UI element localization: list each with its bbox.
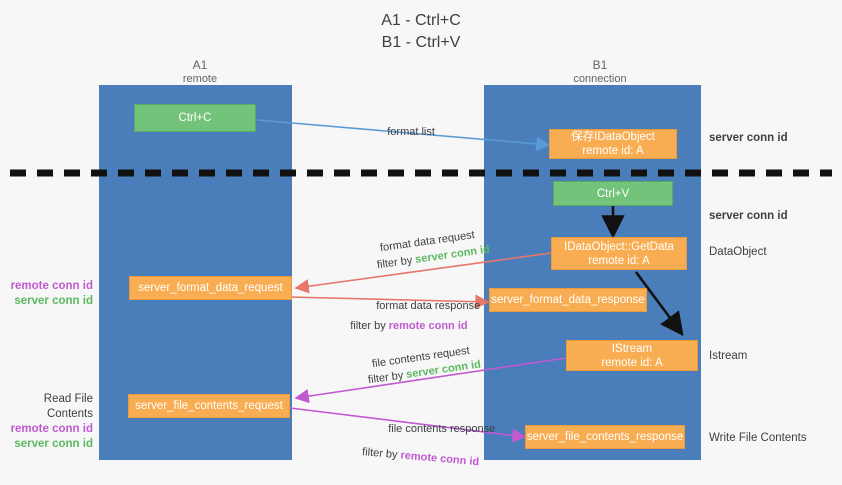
page-title: A1 - Ctrl+C B1 - Ctrl+V — [0, 10, 842, 54]
box-getdata-line1: IDataObject::GetData — [564, 240, 674, 253]
arrow-format-data-response — [289, 294, 490, 309]
box-ctrl-c[interactable]: Ctrl+C — [134, 104, 256, 132]
caption-filter-key-server-conn-id: server conn id — [414, 243, 491, 266]
right-label-server-conn-id-mid: server conn id — [709, 210, 788, 222]
left-label-remote-conn-id: remote conn id — [10, 280, 93, 292]
box-save-idataobject[interactable]: 保存IDataObject remote id: A — [549, 129, 677, 159]
box-server-format-data-response-label: server_format_data_response — [491, 294, 645, 306]
caption-format-data-response-filter: filter by remote conn id — [338, 305, 468, 347]
box-ctrl-v-label: Ctrl+V — [596, 187, 630, 200]
title-line-2: B1 - Ctrl+V — [381, 34, 461, 51]
right-label-write-file-contents: Write File Contents — [709, 432, 807, 444]
caption-format-data-response: format data response — [364, 285, 480, 327]
right-label-istream: Istream — [709, 350, 748, 362]
title-line-1: A1 - Ctrl+C — [381, 12, 461, 29]
box-ctrl-v[interactable]: Ctrl+V — [553, 181, 673, 206]
caption-format-list-text: format list — [387, 126, 435, 138]
right-label-server-conn-id-top: server conn id — [709, 132, 788, 144]
box-server-format-data-request-label: server_format_data_request — [138, 282, 283, 294]
box-idataobject-getdata[interactable]: IDataObject::GetData remote id: A — [551, 237, 687, 270]
box-server-format-data-response[interactable]: server_format_data_response — [489, 288, 647, 312]
lane-header-b1: B1 connection — [530, 58, 670, 86]
box-server-format-data-request[interactable]: server_format_data_request — [129, 276, 292, 300]
box-istream-line1: IStream — [611, 342, 653, 355]
left-label-format-conn-ids: remote conn id server conn id — [9, 279, 93, 309]
arrow-format-list — [256, 119, 551, 152]
lane-header-a1: A1 remote — [140, 58, 260, 86]
box-server-file-contents-response-label: server_file_contents_response — [526, 431, 684, 443]
box-server-file-contents-request-label: server_file_contents_request — [135, 400, 283, 412]
arrow-file-contents-response — [289, 407, 527, 443]
left-label-read-file-contents: Read File Contents — [43, 393, 93, 420]
caption-file-contents-response-text: file contents response — [388, 423, 496, 435]
caption-filter-prefix: filter by — [350, 320, 389, 332]
box-save-idataobject-line2: remote id: A — [582, 145, 644, 157]
box-getdata-line2: remote id: A — [588, 254, 650, 267]
lane-header-a1-name: A1 — [192, 58, 208, 72]
lane-header-b1-sub: connection — [573, 73, 627, 85]
caption-filter-key-remote-conn-id: remote conn id — [388, 320, 468, 332]
right-label-dataobject: DataObject — [709, 246, 767, 258]
left-label-read-file-contents-group: Read File Contents remote conn id server… — [4, 392, 93, 452]
box-istream-line2: remote id: A — [601, 356, 663, 369]
caption-filter-prefix: filter by — [376, 253, 417, 272]
arrow-format-data-request — [294, 252, 552, 294]
left-label-server-conn-id: server conn id — [14, 438, 93, 450]
box-ctrl-c-label: Ctrl+C — [178, 112, 212, 124]
box-server-file-contents-response[interactable]: server_file_contents_response — [525, 425, 685, 449]
lane-header-a1-sub: remote — [182, 73, 218, 85]
caption-filter-prefix: filter by — [367, 368, 408, 387]
left-label-remote-conn-id: remote conn id — [10, 423, 93, 435]
arrow-file-contents-request — [294, 357, 567, 404]
box-save-idataobject-line1: 保存IDataObject — [571, 131, 655, 143]
caption-filter-key-server-conn-id: server conn id — [405, 358, 482, 381]
lane-header-b1-name: B1 — [592, 58, 608, 72]
caption-file-contents-response: file contents response — [376, 408, 495, 450]
caption-filter-key-remote-conn-id: remote conn id — [400, 449, 480, 469]
caption-filter-prefix: filter by — [361, 446, 402, 462]
caption-format-list: format list — [375, 111, 435, 153]
box-server-file-contents-request[interactable]: server_file_contents_request — [128, 394, 290, 418]
box-istream[interactable]: IStream remote id: A — [566, 340, 698, 371]
caption-format-data-response-text: format data response — [376, 300, 481, 312]
left-label-server-conn-id: server conn id — [14, 295, 93, 307]
arrow-getdata-to-istream — [634, 271, 684, 337]
